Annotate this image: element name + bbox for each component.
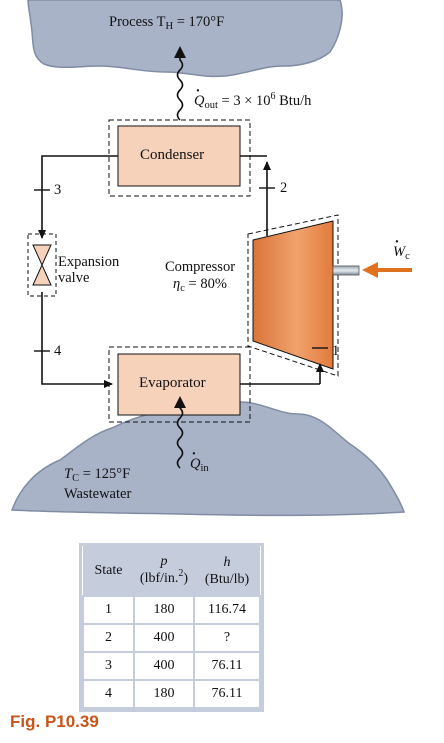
cell-enthalpy: 76.11: [193, 651, 261, 681]
cell-state: 4: [82, 679, 135, 709]
cold-reservoir: [10, 401, 406, 517]
cell-state: 3: [82, 651, 135, 681]
table-row: 3 400 76.11: [82, 651, 261, 681]
state-3-label: 3: [54, 182, 62, 198]
figure-caption: Fig. P10.39: [10, 712, 99, 731]
qout-heat-arrow: [176, 54, 184, 121]
compressor-label-line1: Compressor: [164, 259, 236, 275]
expansion-valve-upper: [32, 244, 52, 267]
hot-reservoir: [27, 0, 343, 78]
cell-state: 2: [82, 623, 135, 653]
qin-label: Qin: [190, 456, 209, 474]
cell-enthalpy: 116.74: [193, 595, 261, 625]
expansion-label-line1: Expansion: [58, 254, 120, 270]
cell-pressure: 400: [133, 651, 195, 681]
state-2-label: 2: [280, 180, 288, 196]
expansion-label-line2: valve: [58, 270, 90, 286]
header-pressure: p (lbf/in.2): [134, 546, 194, 596]
condenser-dashed-boundary: [108, 119, 251, 197]
process-temperature-label: Process TH = 170°F: [109, 14, 225, 32]
table-row: 2 400 ?: [82, 623, 261, 653]
evaporator-label: Evaporator: [139, 375, 206, 391]
qin-arrowhead: [174, 396, 186, 408]
expansion-valve-label: Expansion valve: [58, 254, 119, 286]
cell-pressure: 180: [133, 595, 195, 625]
state-4-label: 4: [54, 343, 62, 359]
compressor-dashed-boundary: [247, 214, 339, 377]
cold-temperature: TC = 125°F: [64, 466, 131, 484]
compressor-shaft: [332, 265, 360, 276]
state-table: State p (lbf/in.2) h (Btu/lb) 1 180 116.…: [79, 543, 264, 712]
condenser-label: Condenser: [140, 147, 205, 163]
expansion-valve-dashed-boundary: [27, 233, 57, 297]
cell-enthalpy: ?: [193, 623, 261, 653]
cell-pressure: 400: [133, 623, 195, 653]
heat-pump-schematic: [10, 0, 412, 517]
header-state: State: [83, 546, 134, 596]
table-header-row: State p (lbf/in.2) h (Btu/lb): [83, 546, 260, 596]
condenser-box: [117, 125, 241, 187]
compressor-body: [252, 220, 334, 370]
qin-heat-arrow: [176, 402, 184, 469]
cell-enthalpy: 76.11: [193, 679, 261, 709]
qout-arrowhead: [174, 46, 186, 58]
line-valve-to-evaporator: [41, 292, 113, 388]
cold-reservoir-label: TC = 125°F Wastewater: [64, 466, 131, 502]
header-enthalpy: h (Btu/lb): [194, 546, 260, 596]
cell-pressure: 180: [133, 679, 195, 709]
line-condenser-to-valve: [38, 155, 118, 239]
cell-state: 1: [82, 595, 135, 625]
expansion-valve-lower: [32, 263, 52, 286]
state-1-label: 1: [332, 343, 340, 359]
wastewater-label: Wastewater: [64, 486, 132, 502]
compressor-label: Compressor ηc = 80%: [154, 259, 246, 294]
qout-label: Qout = 3 × 106 Btu/h: [194, 91, 311, 111]
work-input-arrowhead: [362, 262, 378, 278]
table-row: 1 180 116.74: [82, 595, 261, 625]
work-input-label: Wc: [393, 244, 410, 262]
compressor-efficiency: ηc = 80%: [173, 276, 227, 294]
table-row: 4 180 76.11: [82, 679, 261, 709]
